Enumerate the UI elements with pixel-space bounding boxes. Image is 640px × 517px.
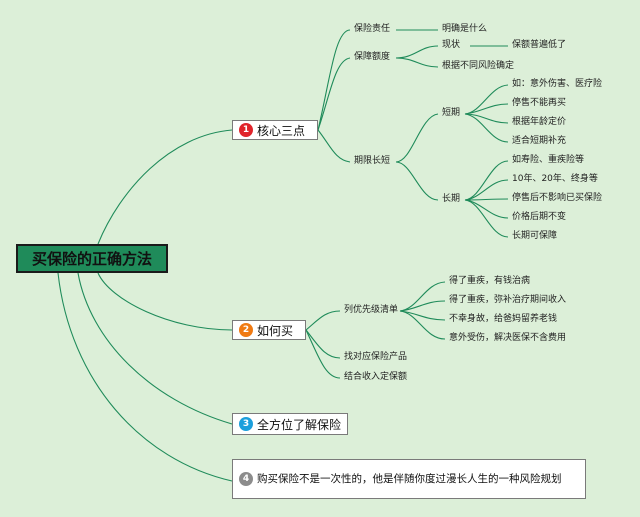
connector-b2-c1: [305, 310, 341, 331]
node-b1-c1-leaf[interactable]: 明确是什么: [442, 24, 488, 34]
branch-1-node[interactable]: 1 核心三点: [232, 120, 318, 140]
leaf-long-3[interactable]: 停售后不影响已买保险: [512, 193, 603, 203]
connector-b1-c2: [317, 57, 351, 131]
connector-c2-status: [395, 45, 439, 59]
branch-2-label: 如何买: [257, 323, 294, 338]
leaf-short-4[interactable]: 适合短期补充: [512, 136, 567, 146]
root-node[interactable]: 买保险的正确方法: [16, 244, 168, 273]
connector-c3-short: [395, 113, 439, 163]
root-title: 买保险的正确方法: [31, 250, 152, 268]
leaf-b2-1[interactable]: 得了重疾，有钱治病: [449, 276, 531, 286]
connector-root-b4: [57, 272, 233, 482]
branch-3-node[interactable]: 3 全方位了解保险: [232, 413, 348, 435]
node-b1-c2-status[interactable]: 现状: [442, 40, 461, 50]
node-b1-c3-long[interactable]: 长期: [442, 194, 461, 204]
node-b1-c2-leaf[interactable]: 根据不同风险确定: [442, 61, 515, 71]
connector-root-b3: [77, 272, 233, 425]
badge-3-icon: 3: [239, 417, 253, 431]
connector-root-b1: [97, 129, 233, 245]
leaf-b2-2[interactable]: 得了重疾，弥补治疗期间收入: [449, 295, 567, 305]
node-b1-c2-status-detail[interactable]: 保额普遍低了: [512, 40, 567, 50]
node-b2-c1[interactable]: 列优先级清单: [344, 305, 399, 315]
badge-2-icon: 2: [239, 323, 253, 337]
connector-b1-c1: [317, 29, 351, 131]
leaf-short-1[interactable]: 如：意外伤害、医疗险: [512, 79, 603, 89]
branch-4-label: 购买保险不是一次性的，他是伴随你度过漫长人生的一种风险规划: [257, 473, 562, 485]
connector-root-b2: [97, 272, 233, 331]
node-b1-c3-short[interactable]: 短期: [442, 108, 461, 118]
node-b1-c3[interactable]: 期限长短: [354, 156, 391, 166]
badge-4-icon: 4: [239, 472, 253, 486]
leaf-long-5[interactable]: 长期可保障: [512, 231, 558, 241]
node-b2-c3[interactable]: 结合收入定保额: [344, 372, 408, 382]
branch-4-node[interactable]: 4 购买保险不是一次性的，他是伴随你度过漫长人生的一种风险规划: [232, 459, 586, 499]
node-b2-c2[interactable]: 找对应保险产品: [344, 352, 408, 362]
connector-c2-leaf: [395, 57, 439, 68]
leaf-long-1[interactable]: 如寿险、重疾险等: [512, 155, 585, 165]
node-b1-c2[interactable]: 保障额度: [354, 52, 391, 62]
leaf-b2-3[interactable]: 不幸身故，给爸妈留养老钱: [449, 314, 558, 324]
leaf-long-2[interactable]: 10年、20年、终身等: [512, 174, 598, 184]
leaf-short-3[interactable]: 根据年龄定价: [512, 117, 567, 127]
badge-1-icon: 1: [239, 123, 253, 137]
branch-1-label: 核心三点: [257, 123, 306, 138]
node-b1-c1[interactable]: 保险责任: [354, 24, 391, 34]
leaf-long-4[interactable]: 价格后期不变: [512, 212, 567, 222]
connector-c3-long: [395, 161, 439, 201]
branch-2-node[interactable]: 2 如何买: [232, 320, 306, 340]
leaf-b2-4[interactable]: 意外受伤，解决医保不含费用: [449, 333, 567, 343]
leaf-short-2[interactable]: 停售不能再买: [512, 98, 567, 108]
branch-3-label: 全方位了解保险: [257, 417, 342, 432]
connector-b1-c3: [317, 129, 351, 163]
